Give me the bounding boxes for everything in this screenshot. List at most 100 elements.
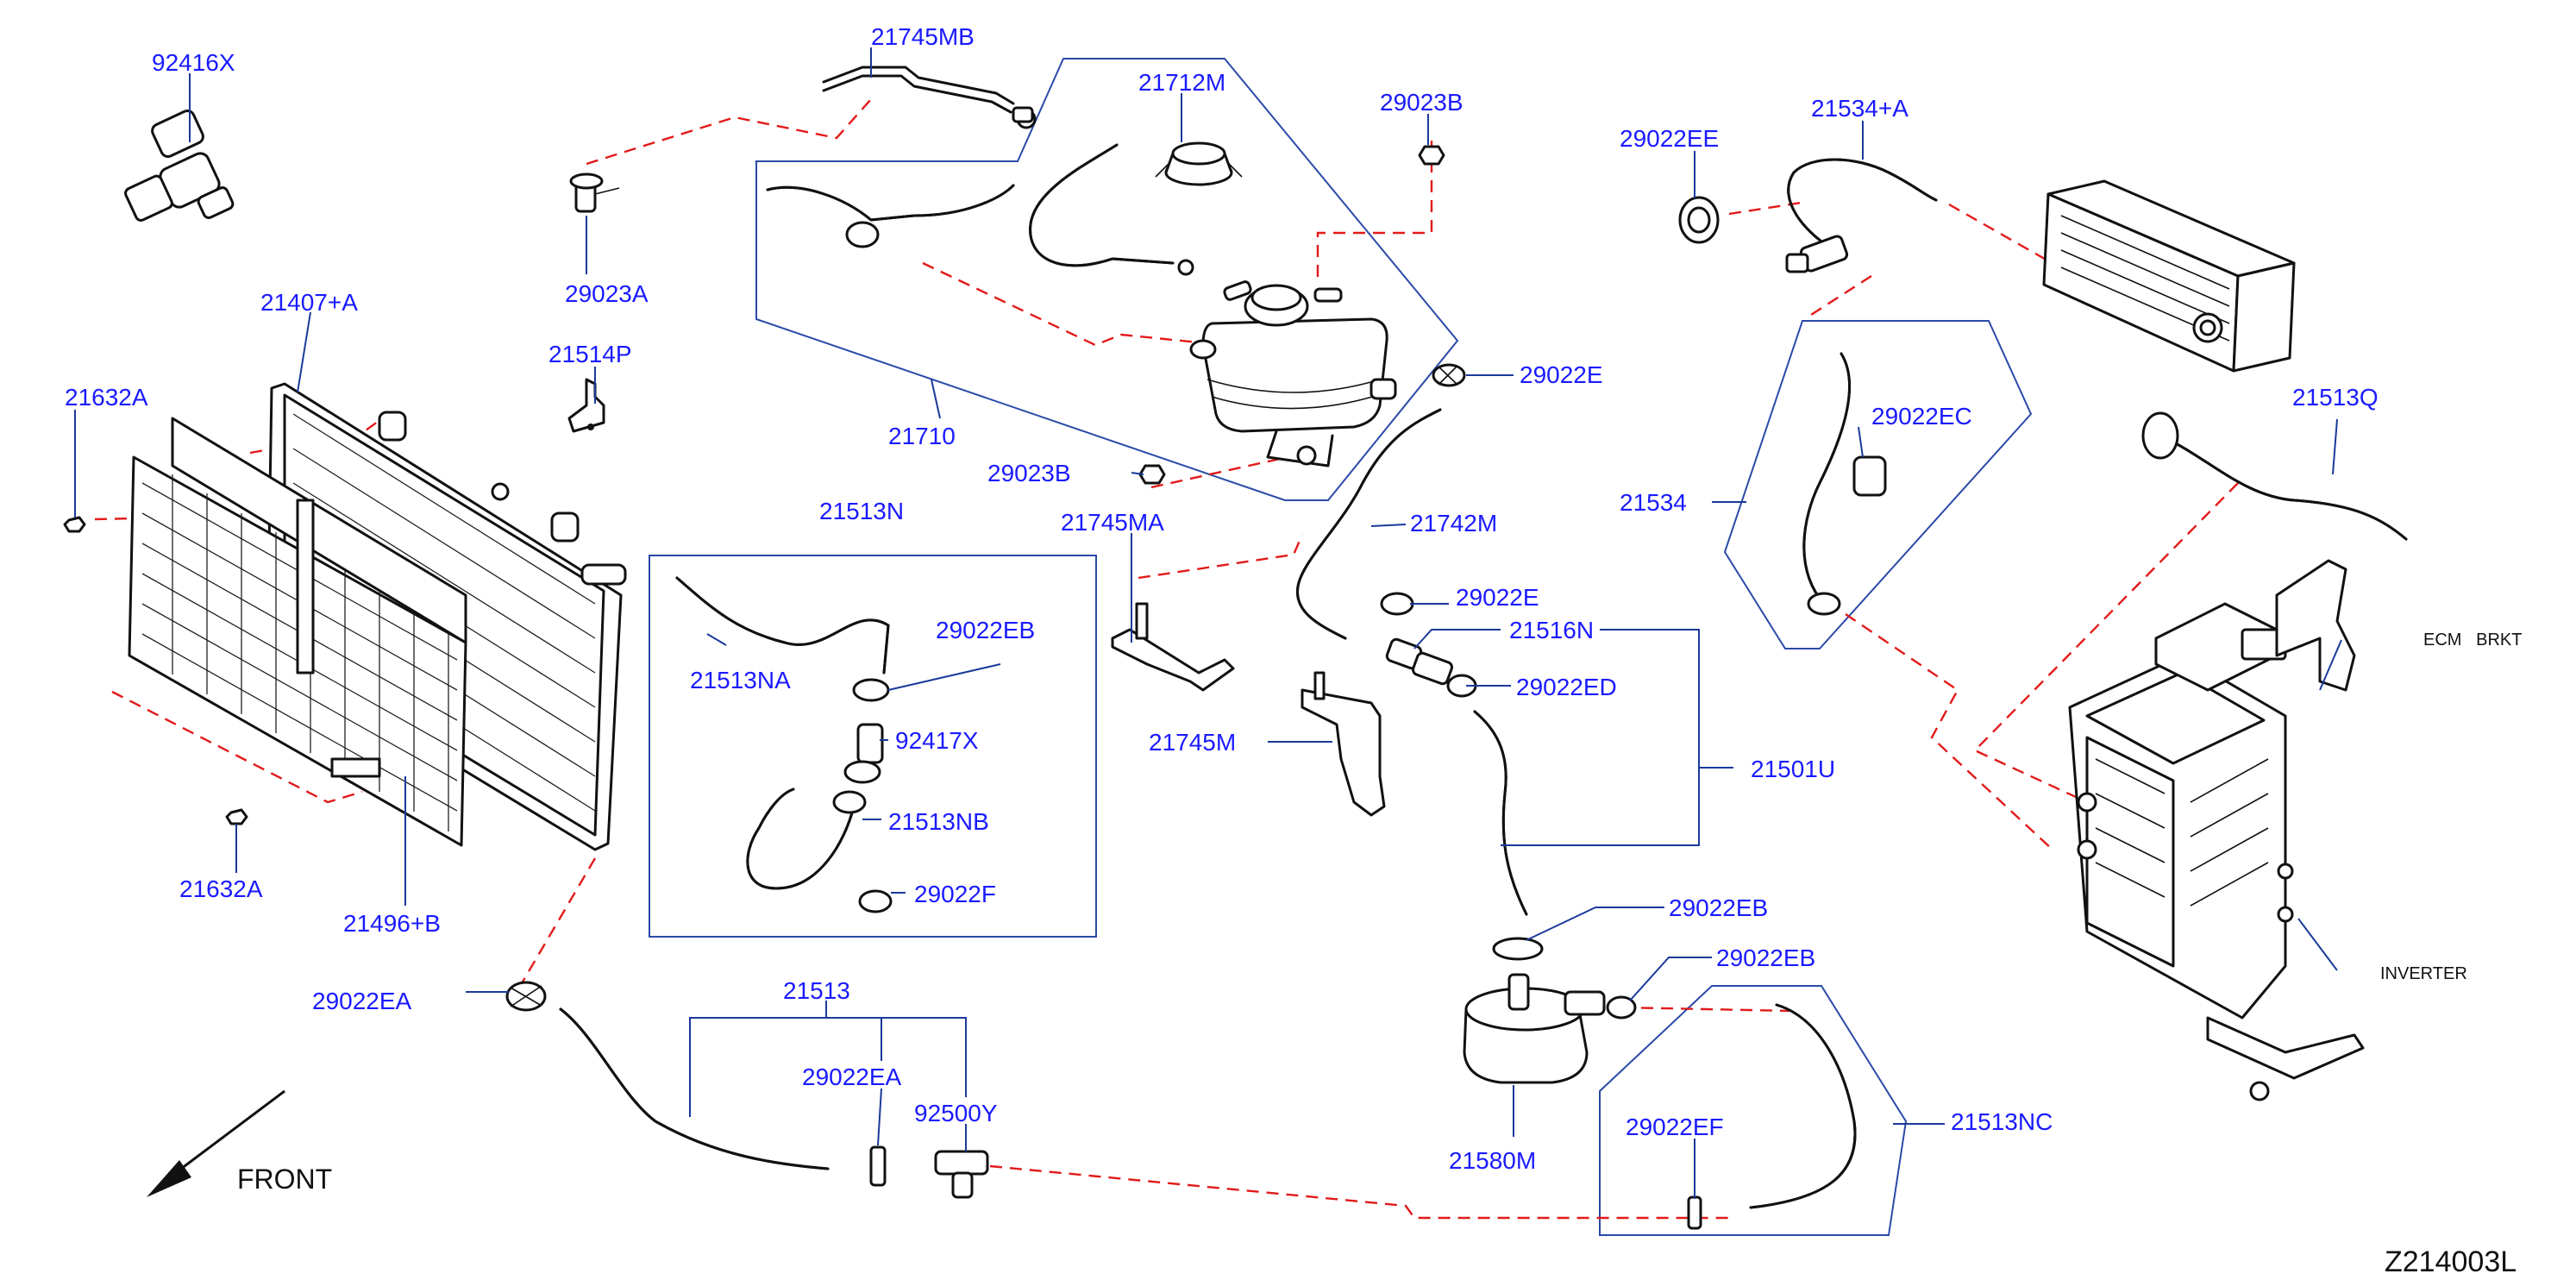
connector-92417X-drawing bbox=[856, 723, 884, 764]
label-29022E-mid: 29022E bbox=[1456, 584, 1539, 611]
label-29022EE: 29022EE bbox=[1620, 125, 1719, 152]
hose-21513NA-drawing bbox=[675, 576, 890, 675]
hose-21534-drawing bbox=[1802, 352, 1851, 616]
label-21496B: 21496+B bbox=[343, 910, 441, 937]
bracket-21745MA-drawing bbox=[1111, 602, 1235, 692]
label-21632A-bottom: 21632A bbox=[179, 875, 263, 902]
label-21745MB: 21745MB bbox=[871, 23, 975, 50]
dash-line bbox=[922, 261, 1225, 347]
dash-line bbox=[1316, 141, 1433, 285]
label-29022EB-left: 29022EB bbox=[936, 617, 1035, 643]
hose-21534-group-box bbox=[1723, 320, 2033, 649]
hose-21534A-drawing bbox=[1785, 158, 1938, 273]
label-29023A: 29023A bbox=[565, 280, 649, 307]
label-21516N: 21516N bbox=[1509, 617, 1594, 643]
bracket-21745M-drawing bbox=[1301, 671, 1386, 817]
label-21580M: 21580M bbox=[1449, 1147, 1536, 1174]
label-21632A-top: 21632A bbox=[65, 384, 148, 411]
dash-line bbox=[1845, 613, 2053, 850]
label-29022EA-mid: 29022EA bbox=[802, 1064, 902, 1090]
label-29023B-top: 29023B bbox=[1380, 89, 1463, 116]
label-21745MA: 21745MA bbox=[1061, 509, 1164, 536]
clamp-29022EB-left-drawing bbox=[852, 678, 890, 702]
label-inverter: INVERTER bbox=[2380, 964, 2467, 983]
label-29022EA-left: 29022EA bbox=[312, 988, 412, 1014]
dash-line bbox=[1728, 200, 1808, 216]
bolt-21632A-bottom-drawing bbox=[225, 808, 248, 825]
group-boxes bbox=[649, 58, 2033, 1236]
hose-21501U-drawing bbox=[1473, 710, 1528, 916]
label-21742M: 21742M bbox=[1410, 510, 1497, 536]
label-21513NA: 21513NA bbox=[690, 667, 791, 693]
reservoir-group-box bbox=[755, 58, 1459, 501]
inverter-drawing bbox=[2068, 559, 2365, 1101]
label-92500Y: 92500Y bbox=[914, 1100, 998, 1126]
hose-21742M-drawing bbox=[1296, 408, 1442, 640]
bolt-29023B-top-drawing bbox=[1418, 145, 1445, 166]
clamp-29022EE-drawing bbox=[1678, 196, 1720, 244]
sensor-92416X-drawing bbox=[124, 110, 235, 222]
dash-line bbox=[1620, 1006, 1790, 1013]
bracket-21514P-drawing bbox=[567, 378, 605, 433]
label-21513NC: 21513NC bbox=[1951, 1108, 2053, 1135]
bolt-21632A-top-drawing bbox=[63, 516, 86, 533]
clamp-29022E-top-drawing bbox=[1432, 363, 1466, 387]
label-92416X: 92416X bbox=[152, 49, 235, 76]
leader-lines bbox=[74, 47, 2342, 1199]
label-29022EB-right: 29022EB bbox=[1716, 944, 1815, 971]
hose-21513N-group-box bbox=[649, 555, 1097, 938]
label-29022EC: 29022EC bbox=[1871, 403, 1972, 430]
component-upper-right-drawing bbox=[2042, 179, 2296, 373]
label-21513NB: 21513NB bbox=[888, 808, 989, 835]
bolt-29023B-mid-drawing bbox=[1138, 464, 1166, 485]
hose-21513NC-drawing bbox=[1749, 1003, 1857, 1209]
front-direction-arrow bbox=[147, 1089, 285, 1197]
dash-line bbox=[111, 690, 363, 804]
label-21534A: 21534+A bbox=[1811, 95, 1908, 122]
cap-21712M-drawing bbox=[1155, 141, 1243, 186]
front-arrow-line bbox=[163, 1089, 285, 1183]
label-21513Q: 21513Q bbox=[2292, 384, 2379, 411]
reservoir-21710-drawing bbox=[766, 143, 1397, 467]
dash-line bbox=[1972, 482, 2239, 804]
label-21513: 21513 bbox=[783, 977, 850, 1004]
label-29022F: 29022F bbox=[914, 881, 996, 907]
label-29022ED: 29022ED bbox=[1516, 674, 1617, 700]
label-29023B-mid: 29023B bbox=[987, 460, 1071, 486]
dash-line bbox=[1138, 534, 1304, 580]
label-92417X: 92417X bbox=[895, 727, 979, 754]
hose-21513Q-drawing bbox=[2141, 411, 2408, 541]
part-labels: 92416X 21745MB 21712M 29023B 29023A 2140… bbox=[65, 23, 2379, 1174]
clamp-29022EA-left-drawing bbox=[505, 981, 547, 1012]
label-21407A: 21407+A bbox=[260, 289, 358, 316]
clamp-29022EF-drawing bbox=[1687, 1195, 1702, 1230]
clamp-29022F-drawing bbox=[858, 889, 893, 913]
label-21745M: 21745M bbox=[1149, 729, 1236, 756]
hose-21513-drawing bbox=[559, 1007, 830, 1170]
dash-line bbox=[989, 1164, 1733, 1220]
dash-line bbox=[520, 857, 597, 984]
hose-21513NB-drawing bbox=[746, 760, 881, 890]
clamp-29022EC-drawing bbox=[1852, 455, 1887, 497]
label-29022E-top: 29022E bbox=[1520, 361, 1603, 388]
label-29022EB-mid: 29022EB bbox=[1669, 894, 1768, 921]
label-21710: 21710 bbox=[888, 423, 956, 449]
label-ecm-bracket: ECM BRKT bbox=[2423, 631, 2522, 649]
label-21514P: 21514P bbox=[548, 341, 632, 367]
hose-21513NC-group-box bbox=[1599, 985, 1908, 1236]
label-21534: 21534 bbox=[1620, 489, 1687, 516]
label-front: FRONT bbox=[237, 1164, 332, 1195]
label-21513N: 21513N bbox=[819, 498, 904, 524]
pump-21580M-drawing bbox=[1463, 937, 1637, 1084]
label-29022EF: 29022EF bbox=[1626, 1114, 1724, 1140]
bolt-29023A-drawing bbox=[569, 173, 620, 213]
clamp-29022EA-mid-drawing bbox=[869, 1145, 887, 1187]
dash-line bbox=[1150, 454, 1296, 489]
condenser-21496B-drawing bbox=[128, 417, 467, 847]
front-arrow-head bbox=[147, 1160, 191, 1197]
dash-line bbox=[586, 98, 872, 166]
dash-line bbox=[1810, 274, 1872, 317]
connector-92500Y-drawing bbox=[934, 1150, 989, 1199]
label-21712M: 21712M bbox=[1138, 69, 1225, 96]
